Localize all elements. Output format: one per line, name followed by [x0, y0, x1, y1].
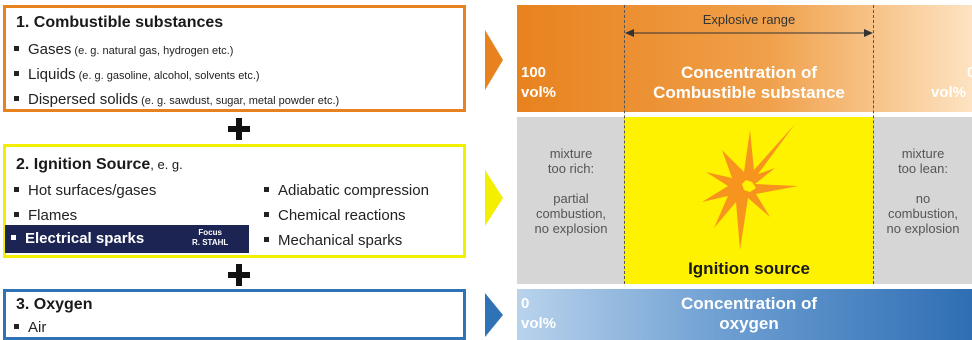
bullet-icon [264, 211, 269, 217]
plus-icon [226, 262, 252, 288]
list-item-flames: Flames [14, 207, 77, 224]
bullet-icon [14, 70, 19, 76]
focus-badge: Focus R. STAHL [192, 228, 229, 247]
bullet-icon [264, 186, 269, 192]
plus-icon [226, 116, 252, 142]
oxygen-box: 3. Oxygen Air [3, 289, 466, 340]
bullet-icon [11, 234, 16, 240]
list-item-chemical-reactions: Chemical reactions [264, 207, 406, 224]
list-item-mechanical-sparks: Mechanical sparks [264, 232, 402, 249]
list-item-adiabatic-compression: Adiabatic compression [264, 182, 429, 199]
blue-arrow-icon [485, 293, 503, 337]
combustible-left-value: 100 vol% [521, 64, 557, 101]
bullet-icon [14, 211, 19, 217]
oxygen-concentration-label: Concentration of oxygen [681, 294, 817, 333]
spark-icon [702, 124, 798, 250]
list-item-liquids: Liquids (e. g. gasoline, alcohol, solven… [14, 66, 260, 83]
list-item-hot-surfaces: Hot surfaces/gases [14, 182, 156, 199]
oxygen-title: 3. Oxygen [16, 296, 93, 313]
bullet-icon [14, 186, 19, 192]
list-item-gases: Gases (e. g. natural gas, hydrogen etc.) [14, 41, 233, 58]
oxygen-concentration-band [517, 289, 972, 340]
combustible-concentration-band [517, 5, 972, 112]
bullet-icon [264, 236, 269, 242]
mixture-too-lean-label: mixture too lean: no combustion, no expl… [886, 146, 960, 236]
electrical-sparks-highlight: Electrical sparks Focus R. STAHL [5, 225, 249, 253]
yellow-arrow-icon [485, 170, 503, 226]
lower-limit-line [624, 5, 625, 284]
bullet-icon [14, 95, 19, 101]
upper-limit-line [873, 5, 874, 284]
combustible-title: 1. Combustible substances [16, 14, 224, 31]
list-item-electrical-sparks: Electrical sparks [11, 230, 144, 247]
explosive-range-label: Explosive range [702, 12, 796, 27]
bullet-icon [14, 45, 19, 51]
orange-arrow-icon [485, 30, 503, 90]
list-item-air: Air [14, 319, 46, 336]
combustible-right-value: 0 vol% [931, 64, 972, 101]
combustible-substances-box: 1. Combustible substances Gases (e. g. n… [3, 5, 466, 112]
ignition-source-label: Ignition source [688, 259, 810, 278]
bullet-icon [14, 323, 19, 329]
combustible-concentration-label: Concentration of Combustible substance [653, 63, 845, 102]
explosive-range-arrow-icon [625, 29, 873, 37]
list-item-dispersed-solids: Dispersed solids (e. g. sawdust, sugar, … [14, 91, 339, 108]
oxygen-left-value: 0 vol% [521, 295, 557, 332]
ignition-title: 2. Ignition Source, e. g. [16, 156, 183, 173]
mixture-too-rich-label: mixture too rich: partial combustion, no… [534, 146, 608, 236]
